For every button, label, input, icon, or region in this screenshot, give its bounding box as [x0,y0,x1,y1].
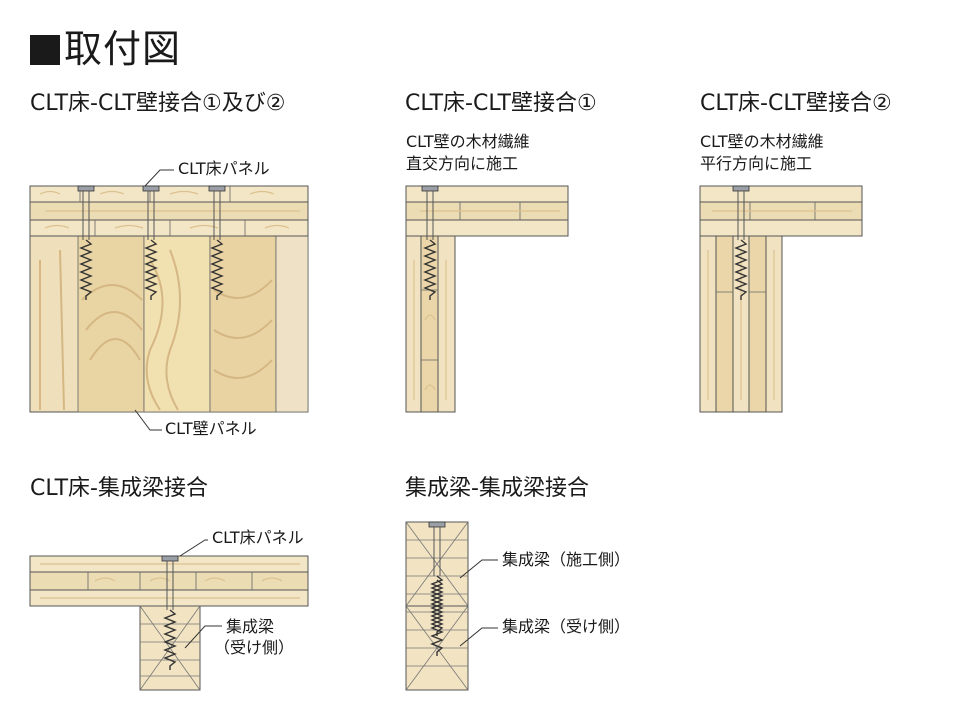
label-clt-floor-panel: CLT床パネル [178,159,270,178]
section-title-beam-beam: 集成梁-集成梁接合 [405,476,589,501]
page-title: 取付図 [30,30,181,68]
label-clt-floor-panel: CLT床パネル [212,528,304,547]
note-fiber-line1: CLT壁の木材繊維 [406,132,530,151]
diagram-floor-wall-parallel [699,185,863,413]
diagram-floor-wall-1-2 [29,169,309,431]
label-glulam-install-side: 集成梁（施工側） [502,550,631,569]
label-clt-wall-panel: CLT壁パネル [165,419,257,438]
diagram-floor-wall-orthogonal [405,185,569,413]
diagram-floor-beam [29,539,309,691]
label-glulam-receiving-side: 集成梁（受け側） [502,617,631,636]
note-fiber-parallel: 平行方向に施工 [700,154,813,173]
section-title-floor-wall-1-2: CLT床-CLT壁接合①及び② [30,91,286,116]
note-fiber-orthogonal: 直交方向に施工 [406,154,519,173]
section-title-floor-wall-1: CLT床-CLT壁接合① [405,91,597,116]
label-glulam-beam: 集成梁 [226,617,275,636]
note-fiber-line1: CLT壁の木材繊維 [700,132,824,151]
section-title-floor-wall-2: CLT床-CLT壁接合② [700,91,892,116]
title-square-icon [30,35,60,65]
section-title-floor-beam: CLT床-集成梁接合 [30,476,208,501]
label-receiving-side: （受け側） [214,638,295,657]
diagram-beam-beam [405,521,498,691]
